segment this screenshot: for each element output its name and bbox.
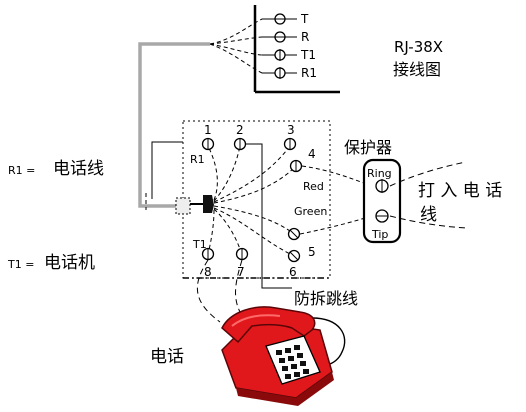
block-number-2: 2	[236, 123, 244, 137]
block-number-8: 8	[204, 265, 212, 279]
incoming-line-label-2: 线	[420, 205, 437, 225]
protector-box	[362, 158, 402, 244]
block-label-red: Red	[303, 180, 324, 193]
terminal-label-r1: R1	[301, 66, 317, 80]
protector-title: 保护器	[344, 138, 392, 157]
legend-r1-desc: 电话线	[53, 159, 104, 179]
tamper-jumper-wire	[246, 143, 292, 289]
rj-plug-icon	[203, 195, 214, 213]
tamper-jumper-label: 防拆跳线	[294, 289, 358, 308]
diagram-title-line2: 接线图	[393, 60, 441, 79]
main-cable	[138, 42, 210, 208]
legend-r1-label: R1 =	[8, 164, 35, 177]
block-number-5: 5	[308, 245, 316, 259]
block-number-1: 1	[204, 123, 212, 137]
block-number-3: 3	[287, 123, 295, 137]
incoming-line-label-1: 打 入 电 话	[418, 181, 502, 201]
legend-t1-label: T1 =	[7, 258, 34, 271]
telephone-icon	[221, 306, 346, 406]
terminal-label-t: T	[300, 12, 309, 26]
protector-ring-label: Ring	[367, 167, 392, 180]
block-number-4: 4	[308, 147, 316, 161]
diagram-title-line1: RJ-38X	[394, 38, 443, 56]
cable-fan-top	[209, 18, 263, 74]
block-number-6: 6	[289, 265, 297, 279]
junction-block	[182, 120, 331, 279]
block-label-t1: T1	[192, 238, 207, 251]
cable-connector	[175, 197, 191, 215]
block-label-r1: R1	[190, 153, 205, 166]
terminal-label-r: R	[301, 30, 309, 44]
terminal-label-t1: T1	[300, 48, 316, 62]
block-label-green: Green	[294, 205, 327, 218]
telephone-label: 电话	[150, 347, 184, 367]
legend-t1-desc: 电话机	[44, 253, 95, 273]
plug-wire-fan	[207, 145, 297, 257]
block-terminals	[201, 137, 303, 263]
protector-tip-label: Tip	[371, 228, 388, 241]
block-number-7: 7	[237, 265, 245, 279]
rj38x-terminal-strip: T R T1 R1	[253, 5, 340, 94]
